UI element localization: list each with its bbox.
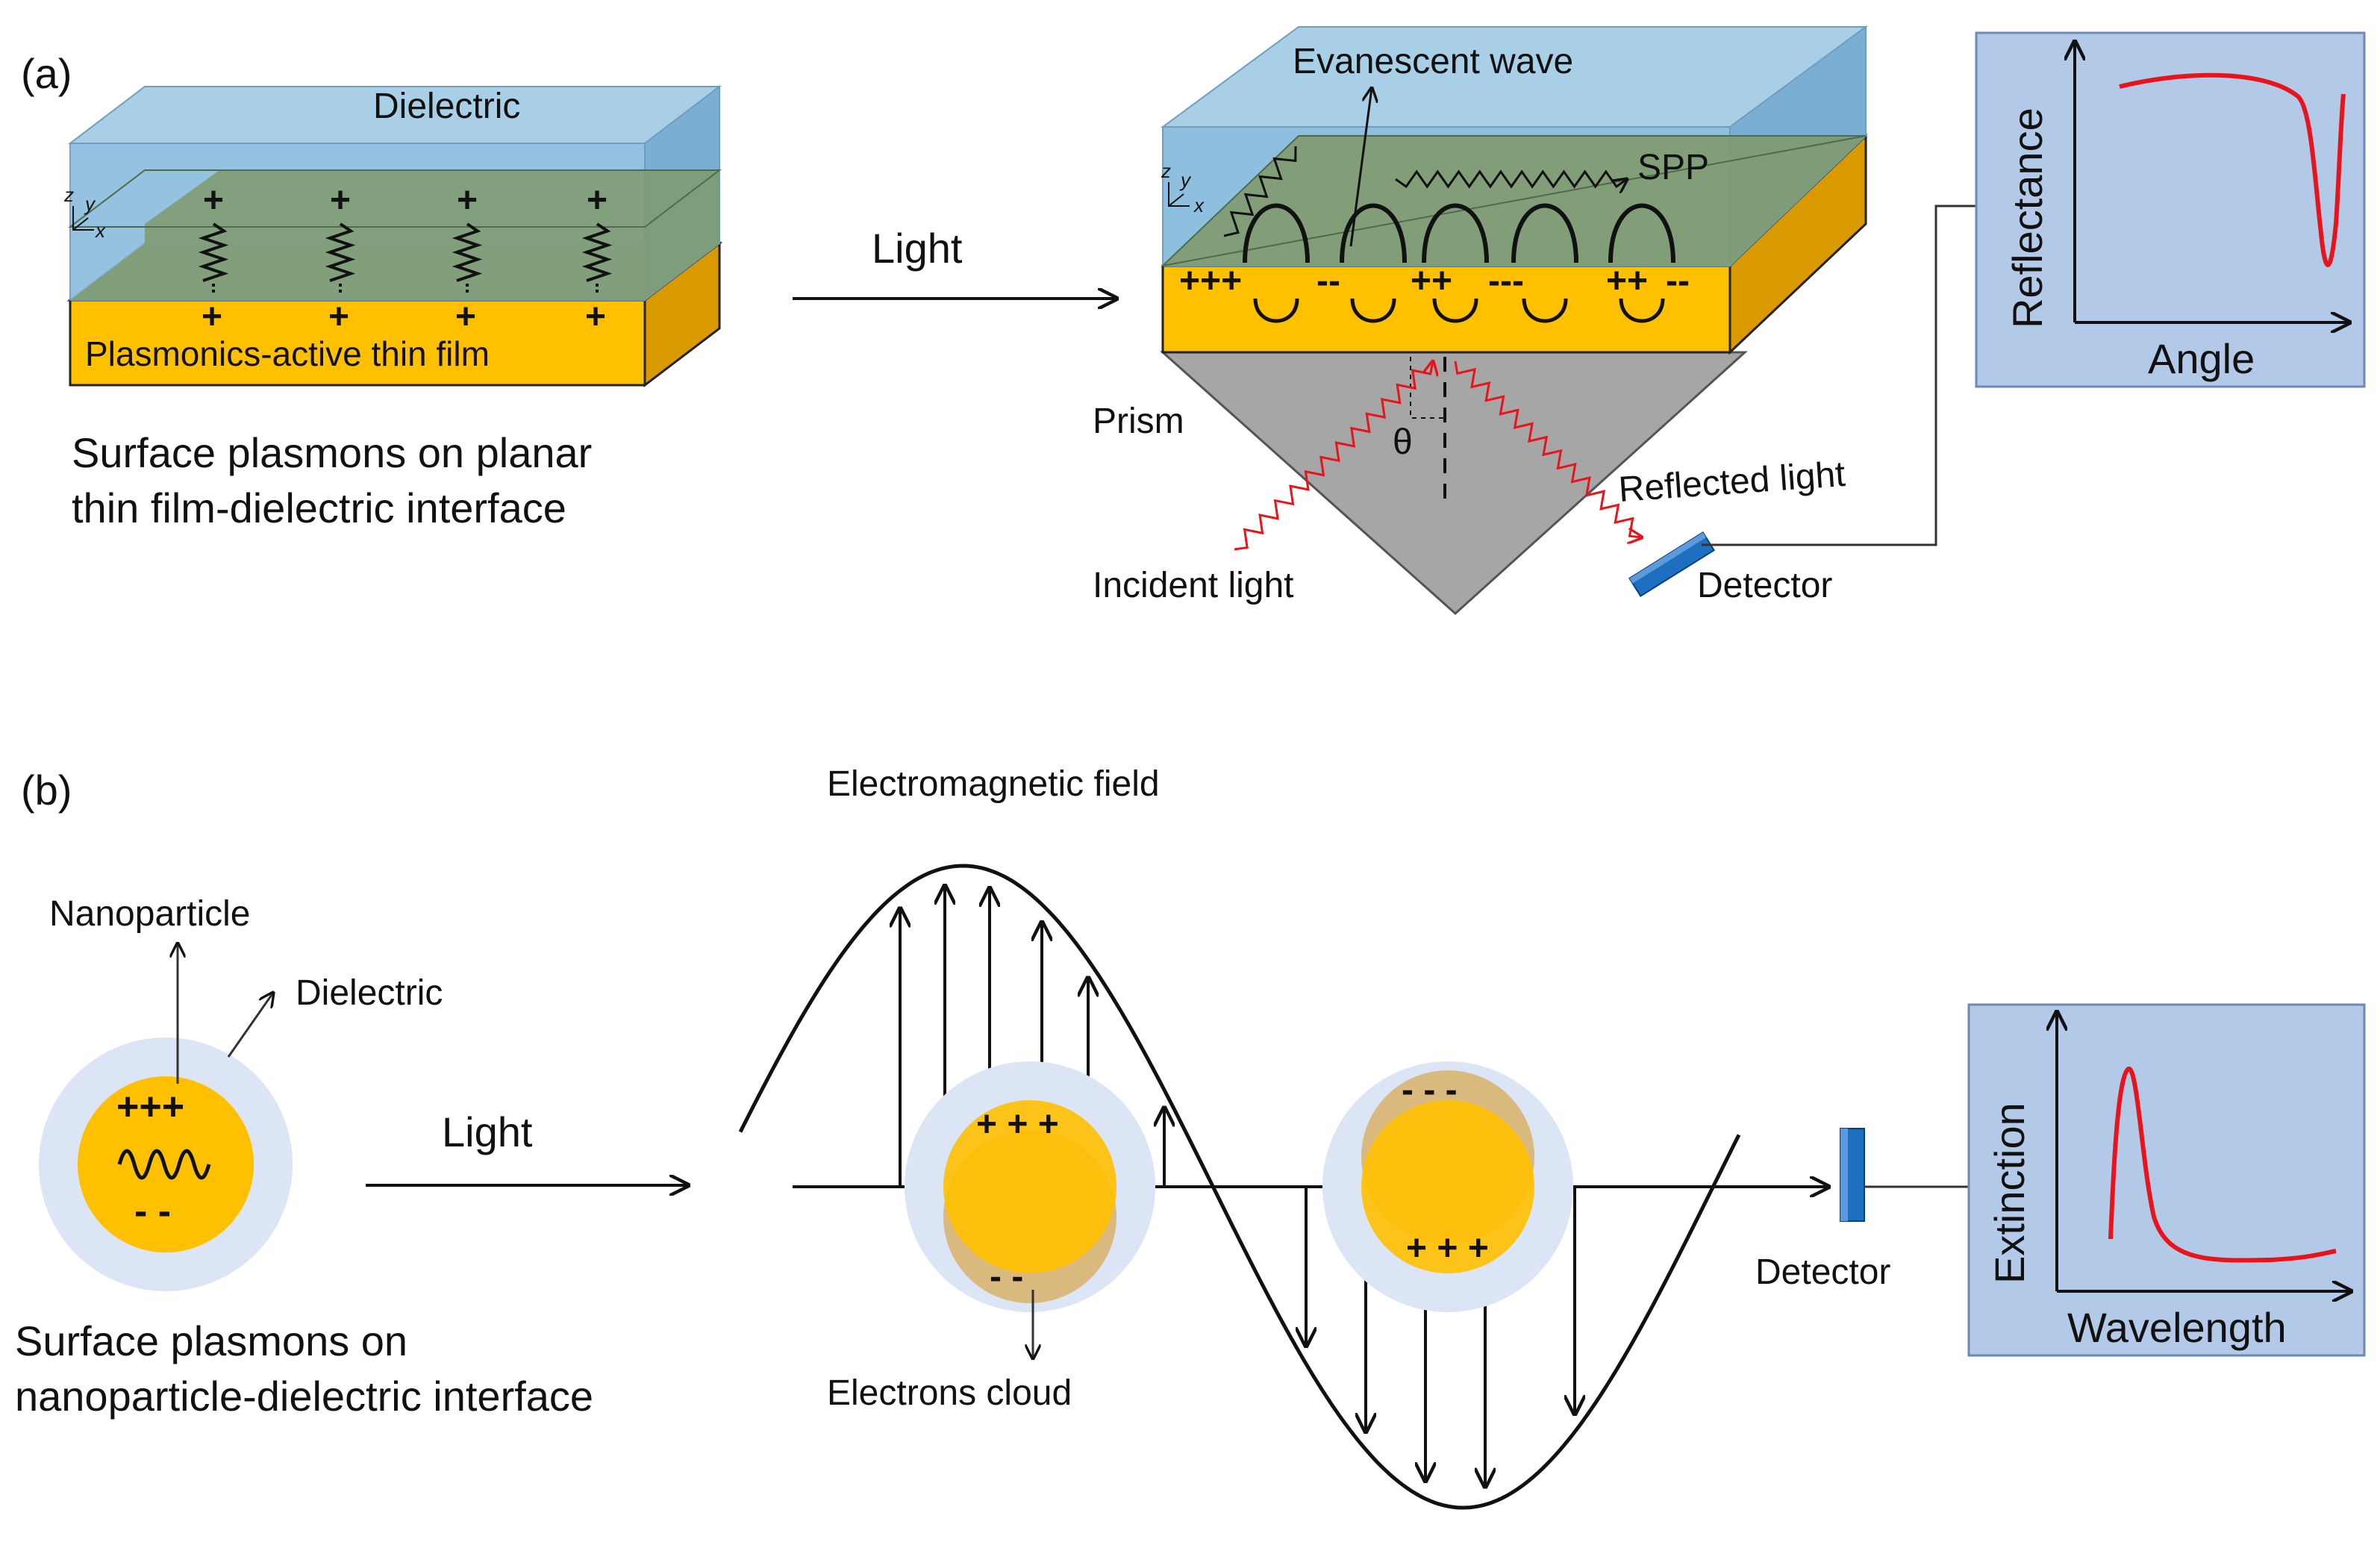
- plus-top-2: +: [457, 181, 478, 220]
- dielectric-label: Dielectric: [373, 87, 520, 126]
- planar-film-diagram: Dielectric Plasmonics-active thin film z…: [63, 84, 723, 388]
- incident-ray: [1234, 361, 1433, 551]
- nanoparticle-label: Nanoparticle: [49, 894, 250, 934]
- np-oscillation: [117, 1149, 211, 1180]
- np-minus: - -: [134, 1190, 171, 1233]
- evanescent-arrow: [1349, 88, 1372, 247]
- extinction-curve: [2108, 1066, 2337, 1263]
- plus-top-0: +: [203, 181, 224, 220]
- upper-loop-3: [1511, 203, 1578, 263]
- evanescent-wave-squiggle: [1223, 146, 1297, 237]
- kr-axes-icon: z y x: [1161, 160, 1205, 216]
- evanescent-label: Evanescent wave: [1293, 42, 1573, 81]
- em-wave-diagram: + + + - - Electrons cloud - - - + + + El…: [738, 764, 1828, 1510]
- wave-particle2-core: [1361, 1100, 1534, 1273]
- reflected-ray: [1454, 361, 1642, 537]
- np-caption-line2: nanoparticle-dielectric interface: [15, 1373, 593, 1420]
- film-caption-line1: Surface plasmons on planar: [72, 429, 592, 476]
- light-label-a: Light: [872, 225, 963, 272]
- extinction-graph: Extinction Wavelength: [1967, 1003, 2366, 1357]
- detector-b: [1840, 1128, 1865, 1222]
- spring-3: [581, 222, 613, 282]
- incident-label: Incident light: [1093, 566, 1294, 605]
- svg-text:---: ---: [1488, 261, 1524, 301]
- p2-plus: + + +: [1406, 1229, 1489, 1268]
- lower-loop-1: [1350, 298, 1396, 323]
- plus-bottom-2: +: [455, 297, 476, 337]
- np-caption-line1: Surface plasmons on: [15, 1317, 407, 1364]
- theta-label: θ: [1393, 422, 1413, 462]
- lower-loop-0: [1253, 298, 1299, 323]
- nanoparticle-diagram: +++ - - Nanoparticle Dielectric: [39, 894, 443, 1291]
- detector-wire-a: [1702, 205, 1976, 546]
- spp-label: SPP: [1637, 148, 1709, 187]
- plus-top-1: +: [330, 181, 351, 220]
- charge-oscillations: + + + + + + + +: [198, 181, 613, 337]
- np-plus: +++: [116, 1085, 184, 1129]
- panel-a-label: (a): [21, 50, 72, 97]
- extinction-x-label: Wavelength: [2067, 1304, 2287, 1351]
- axes-icon: z y x: [63, 184, 106, 242]
- extinction-graph-bg: [1967, 1003, 2366, 1357]
- svg-text:++: ++: [1606, 261, 1648, 301]
- wave-particle1-core: [943, 1100, 1116, 1273]
- upper-loop-2: [1422, 203, 1489, 263]
- p2-minus: - - -: [1402, 1070, 1458, 1110]
- electrons-label: Electrons cloud: [827, 1373, 1072, 1413]
- prism-label: Prism: [1093, 402, 1184, 441]
- light-label-b: Light: [442, 1108, 533, 1155]
- svg-text:y: y: [1179, 169, 1192, 191]
- detector-label-a: Detector: [1697, 566, 1832, 605]
- kr-charges: +++ -- ++ --- ++ --: [1179, 261, 1690, 301]
- p1-plus: + + +: [976, 1105, 1059, 1144]
- plus-bottom-3: +: [585, 297, 606, 337]
- kr-field-loops: [1243, 203, 1675, 323]
- em-field-curve: [738, 864, 1741, 1510]
- gold-film-front: [69, 299, 646, 387]
- svg-text:x: x: [94, 219, 106, 242]
- detector-a: [1628, 531, 1715, 597]
- spp-wave: [1395, 169, 1627, 187]
- spring-2: [452, 222, 483, 282]
- reflectance-graph: Reflectance Angle: [1975, 31, 2366, 388]
- lower-loop-2: [1432, 298, 1478, 323]
- plus-bottom-0: +: [202, 297, 222, 337]
- svg-text:x: x: [1193, 194, 1205, 216]
- spring-1: [325, 222, 356, 282]
- lower-loop-4: [1619, 298, 1665, 323]
- svg-text:++: ++: [1411, 261, 1452, 301]
- np-dielectric-label: Dielectric: [296, 973, 443, 1013]
- upper-loop-4: [1608, 203, 1675, 263]
- upper-loop-1: [1340, 203, 1407, 263]
- svg-text:y: y: [84, 193, 96, 215]
- overlap-region: [70, 170, 719, 300]
- reflected-label: Reflected light: [1617, 455, 1846, 510]
- p1-minus: - -: [990, 1257, 1023, 1296]
- reflectance-x-label: Angle: [2148, 335, 2255, 382]
- film-caption-line2: thin film-dielectric interface: [72, 484, 566, 531]
- film-label: Plasmonics-active thin film: [85, 334, 490, 373]
- panel-b-label: (b): [21, 767, 72, 814]
- plus-bottom-1: +: [328, 297, 349, 337]
- reflectance-y-label: Reflectance: [2004, 107, 2051, 328]
- kretschmann-setup: +++ -- ++ --- ++ -- z y x Evanescent wav…: [1093, 25, 1976, 616]
- svg-text:z: z: [1161, 160, 1171, 182]
- detector-label-b: Detector: [1755, 1252, 1890, 1292]
- svg-text:--: --: [1317, 261, 1340, 301]
- svg-text:+++: +++: [1179, 261, 1242, 301]
- svg-text:z: z: [63, 184, 74, 206]
- svg-text:--: --: [1666, 261, 1690, 301]
- spring-0: [198, 222, 229, 282]
- em-field-label: Electromagnetic field: [827, 764, 1160, 804]
- upper-loop-0: [1243, 203, 1310, 263]
- lower-loop-3: [1522, 298, 1568, 323]
- reflectance-curve: [2119, 72, 2346, 267]
- reflectance-graph-bg: [1975, 31, 2366, 388]
- extinction-y-label: Extinction: [1986, 1102, 2033, 1284]
- plus-top-3: +: [587, 181, 608, 220]
- overlap-outline: [68, 169, 722, 228]
